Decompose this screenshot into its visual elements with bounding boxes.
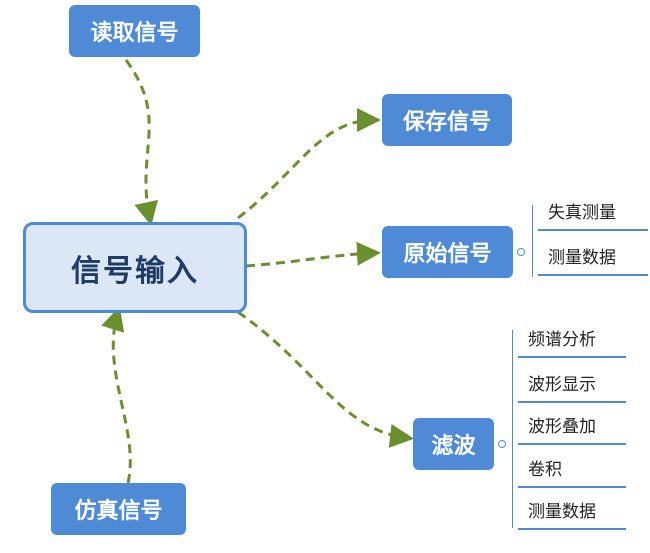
- node-save-label: 保存信号: [402, 110, 491, 135]
- node-read[interactable]: 读取信号: [69, 5, 200, 57]
- center-node[interactable]: 信号输入: [23, 222, 247, 313]
- connector-center-to-original: [245, 241, 381, 268]
- node-read-label: 读取信号: [90, 21, 179, 46]
- node-original-label: 原始信号: [403, 242, 492, 267]
- bracket-filter: [512, 330, 513, 528]
- connector-center-to-save: [237, 108, 381, 220]
- leaf-filter-1-label: 频谱分析: [528, 330, 596, 350]
- connector-simulate-to-center: [101, 306, 132, 484]
- leaf-filter-5-label: 测量数据: [528, 502, 596, 522]
- leaf-original-2-label: 测量数据: [548, 248, 616, 268]
- leaf-filter-3-label: 波形叠加: [528, 417, 596, 437]
- node-original[interactable]: 原始信号: [382, 226, 513, 278]
- connector-center-to-filter: [237, 310, 414, 448]
- node-filter-label: 滤波: [431, 434, 476, 459]
- node-filter[interactable]: 滤波: [413, 418, 494, 470]
- leaf-filter-5[interactable]: 测量数据: [518, 492, 626, 530]
- collapse-toggle-original[interactable]: [517, 248, 525, 256]
- node-simulate[interactable]: 仿真信号: [51, 483, 186, 535]
- leaf-filter-3[interactable]: 波形叠加: [518, 407, 626, 445]
- leaf-original-1[interactable]: 失真测量: [538, 198, 648, 231]
- collapse-toggle-filter[interactable]: [498, 440, 506, 448]
- leaf-filter-1[interactable]: 频谱分析: [518, 322, 626, 358]
- leaf-filter-2[interactable]: 波形显示: [518, 365, 626, 403]
- leaf-filter-4[interactable]: 卷积: [518, 450, 626, 488]
- center-node-label: 信号输入: [71, 253, 199, 289]
- bracket-original: [532, 205, 533, 277]
- node-simulate-label: 仿真信号: [74, 499, 163, 524]
- leaf-original-2[interactable]: 测量数据: [538, 238, 648, 276]
- leaf-filter-2-label: 波形显示: [528, 375, 596, 395]
- node-save[interactable]: 保存信号: [382, 94, 512, 146]
- leaf-filter-4-label: 卷积: [528, 460, 562, 480]
- connector-read-to-center: [124, 59, 158, 226]
- leaf-original-1-label: 失真测量: [548, 203, 616, 223]
